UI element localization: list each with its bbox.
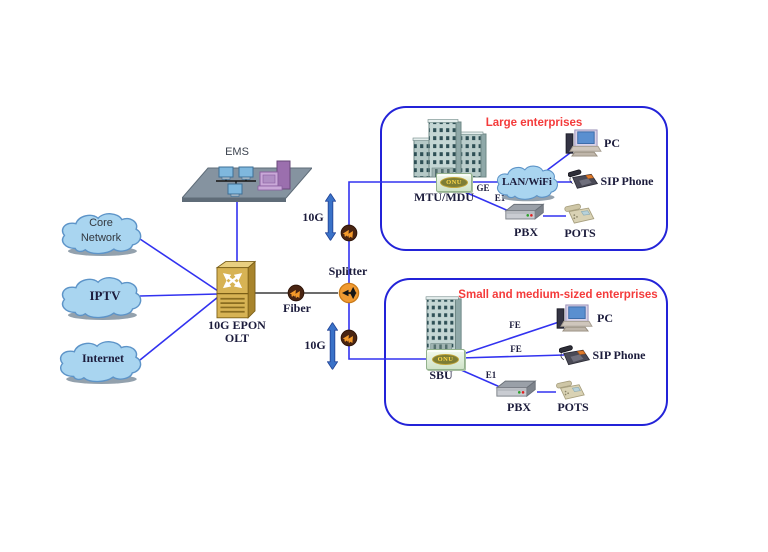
pc-label-large: PC xyxy=(604,136,620,150)
fiber-label: Fiber xyxy=(283,301,311,315)
pbx-icon-large xyxy=(504,203,546,224)
fe-port-label-pc: FE xyxy=(509,320,521,330)
pc-icon-sme xyxy=(556,304,595,333)
core-network-label-line2: Network xyxy=(80,232,122,244)
pc-label-sme: PC xyxy=(597,311,613,325)
pots-icon-sme xyxy=(553,378,590,400)
pots-label-sme: POTS xyxy=(557,400,589,414)
core-network-label-line1: Core xyxy=(89,217,113,229)
fiber-lower-icon xyxy=(340,329,358,347)
e1-port-label-large: E1 xyxy=(494,193,506,203)
sbu-building-icon xyxy=(424,296,466,353)
splitter-label: Splitter xyxy=(328,264,368,278)
pc-icon-large xyxy=(565,129,604,158)
pbx-icon-sme xyxy=(495,380,538,401)
large-enterprises-title: Large enterprises xyxy=(485,117,583,129)
pots-label-large: POTS xyxy=(564,226,596,240)
sip-phone-icon-large xyxy=(568,166,599,192)
onu-badge: ONU xyxy=(431,354,460,365)
sme-box xyxy=(384,278,668,426)
mtu-building-icon xyxy=(412,118,494,178)
onu-badge: ONU xyxy=(440,177,468,188)
rate-arrow-upper-icon xyxy=(325,191,336,243)
olt-label-line1: 10G EPON xyxy=(208,318,266,332)
internet-label: Internet xyxy=(82,351,124,365)
ems-platform-icon xyxy=(182,156,312,206)
large-enterprises-box xyxy=(380,106,668,251)
ge-port-label: GE xyxy=(476,183,490,193)
olt-label-line2: OLT xyxy=(224,331,250,345)
mtu-mdu-label: MTU/MDU xyxy=(414,190,474,204)
ems-label: EMS xyxy=(225,146,249,158)
pbx-label-large: PBX xyxy=(514,225,538,239)
fiber-icon xyxy=(287,284,305,302)
sbu-label: SBU xyxy=(429,368,453,382)
mtu-onu-device: ONU xyxy=(436,173,472,192)
fiber-upper-icon xyxy=(340,224,358,242)
sip-phone-label-sme: SIP Phone xyxy=(592,348,646,362)
rate-lower-label: 10G xyxy=(304,338,326,352)
rate-upper-label: 10G xyxy=(302,210,324,224)
splitter-icon xyxy=(338,282,360,304)
pots-icon-large xyxy=(562,201,599,224)
fe-port-label-sip: FE xyxy=(510,344,522,354)
sip-phone-icon-sme xyxy=(559,342,591,368)
sip-phone-label-large: SIP Phone xyxy=(600,174,654,188)
olt-switch-icon xyxy=(213,259,259,323)
iptv-label: IPTV xyxy=(89,288,121,303)
sme-title: Small and medium-sized enterprises xyxy=(458,289,658,301)
pbx-label-sme: PBX xyxy=(507,400,531,414)
rate-arrow-lower-icon xyxy=(327,320,338,372)
lan-wifi-label: LAN/WiFi xyxy=(502,176,552,188)
sbu-onu-device: ONU xyxy=(426,349,465,370)
e1-port-label-sme: E1 xyxy=(485,370,497,380)
